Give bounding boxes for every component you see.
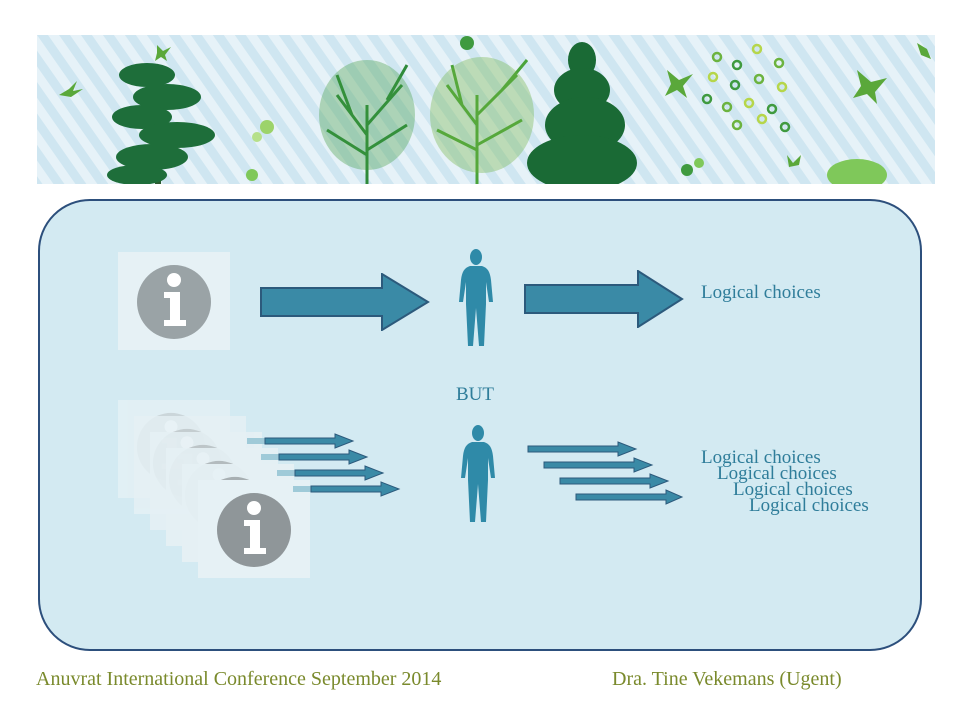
arrow-right-icon [527,441,638,457]
arrow-right-icon [260,273,430,331]
result-label: Logical choices [749,495,869,516]
person-icon [461,425,495,522]
arrow-right-icon [543,457,654,473]
arrow-right-icon [293,481,401,497]
info-source-box [118,252,230,350]
arrow-group-in [247,433,401,497]
separator-label: BUT [456,384,494,405]
arrow-right-icon [277,465,385,481]
arrow-right-icon [575,489,684,505]
arrow-group-out [527,441,684,505]
result-label: Logical choices [717,463,837,484]
person-icon [459,249,493,346]
result-label: Logical choices [701,447,821,468]
arrow-right-icon [247,433,355,449]
info-source-box [198,480,310,578]
arrow-right-icon [559,473,670,489]
footer-author: Dra. Tine Vekemans (Ugent) [612,668,842,690]
info-icon [137,265,211,339]
footer-conference: Anuvrat International Conference Septemb… [36,668,442,690]
result-label: Logical choices [733,479,853,500]
arrow-right-icon [261,449,369,465]
result-label: Logical choices [701,282,821,303]
arrow-right-icon [524,270,684,328]
info-stack [118,400,313,580]
tree-banner-image [37,35,935,184]
info-icon [217,493,291,567]
